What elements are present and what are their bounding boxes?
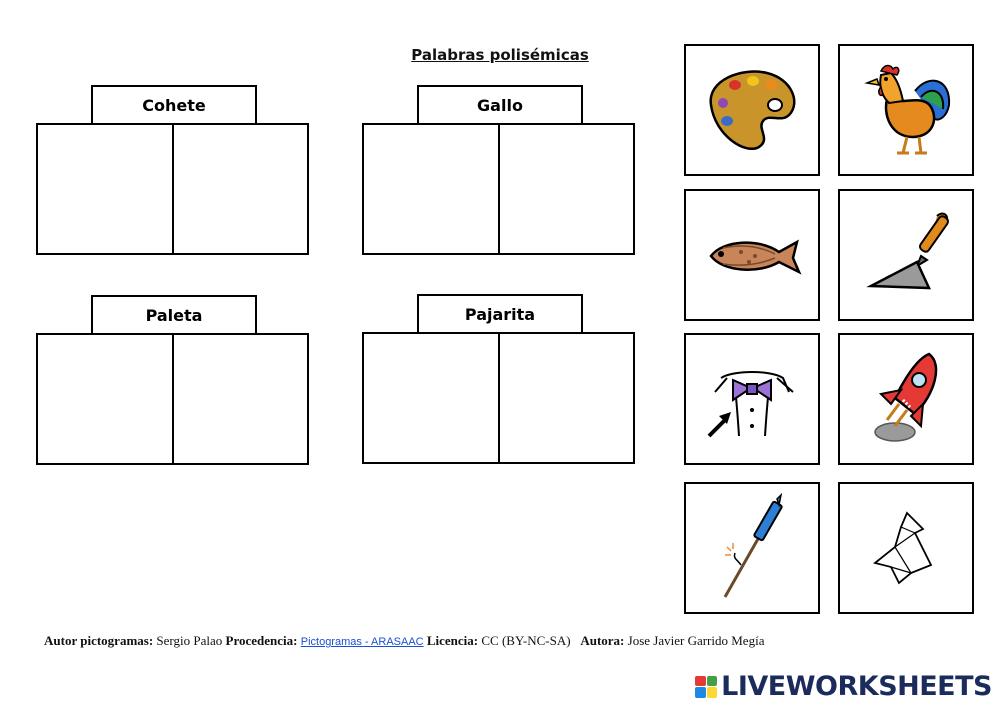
card-flatfish[interactable]	[684, 189, 820, 321]
brand-logo-icon	[695, 675, 718, 698]
author-label: Autor pictogramas:	[44, 633, 154, 648]
drop-cell[interactable]	[171, 335, 308, 463]
card-rocket[interactable]	[838, 333, 974, 465]
rocket-icon	[874, 352, 938, 442]
drop-cell[interactable]	[497, 334, 634, 462]
drop-cell[interactable]	[364, 334, 498, 462]
card-origami-bird[interactable]	[838, 482, 974, 614]
drop-cell[interactable]	[38, 125, 172, 253]
card-palette[interactable]	[684, 44, 820, 176]
group-label: Gallo	[417, 85, 583, 123]
group-cohete: Cohete	[36, 85, 309, 257]
brand-name: LIVEWORKSHEETS	[721, 671, 992, 702]
drop-cell[interactable]	[497, 125, 634, 253]
license-value: CC (BY-NC-SA)	[481, 633, 571, 648]
drop-zone	[36, 333, 309, 465]
drop-zone	[362, 123, 635, 255]
bow-tie-icon	[707, 371, 794, 438]
group-paleta: Paleta	[36, 295, 309, 467]
flatfish-icon	[709, 239, 802, 275]
drop-zone	[362, 332, 635, 464]
card-firework-rocket[interactable]	[684, 482, 820, 614]
author-name: Sergio Palao	[156, 633, 223, 648]
firework-rocket-icon	[723, 493, 783, 598]
group-label: Pajarita	[417, 294, 583, 332]
drop-zone	[36, 123, 309, 255]
drop-cell[interactable]	[171, 125, 308, 253]
credits: Autor pictogramas: Sergio Palao Proceden…	[44, 633, 764, 649]
page-title: Palabras polisémicas	[411, 46, 589, 64]
creator-name: Jose Javier Garrido Megía	[627, 633, 765, 648]
source-label: Procedencia:	[225, 633, 298, 648]
group-label: Paleta	[91, 295, 257, 333]
source-link[interactable]: Pictogramas - ARASAAC	[300, 636, 424, 648]
card-bow-tie[interactable]	[684, 333, 820, 465]
group-gallo: Gallo	[362, 85, 635, 257]
creator-label: Autora:	[580, 633, 625, 648]
paint-palette-icon	[709, 70, 796, 150]
origami-bird-icon	[873, 511, 933, 585]
group-pajarita: Pajarita	[362, 294, 635, 466]
group-label: Cohete	[91, 85, 257, 123]
card-rooster[interactable]	[838, 44, 974, 176]
drop-cell[interactable]	[38, 335, 172, 463]
card-trowel[interactable]	[838, 189, 974, 321]
brand: LIVEWORKSHEETS	[695, 671, 992, 702]
drop-cell[interactable]	[364, 125, 498, 253]
license-label: Licencia:	[426, 633, 479, 648]
rooster-icon	[864, 64, 951, 155]
trowel-icon	[866, 212, 949, 290]
